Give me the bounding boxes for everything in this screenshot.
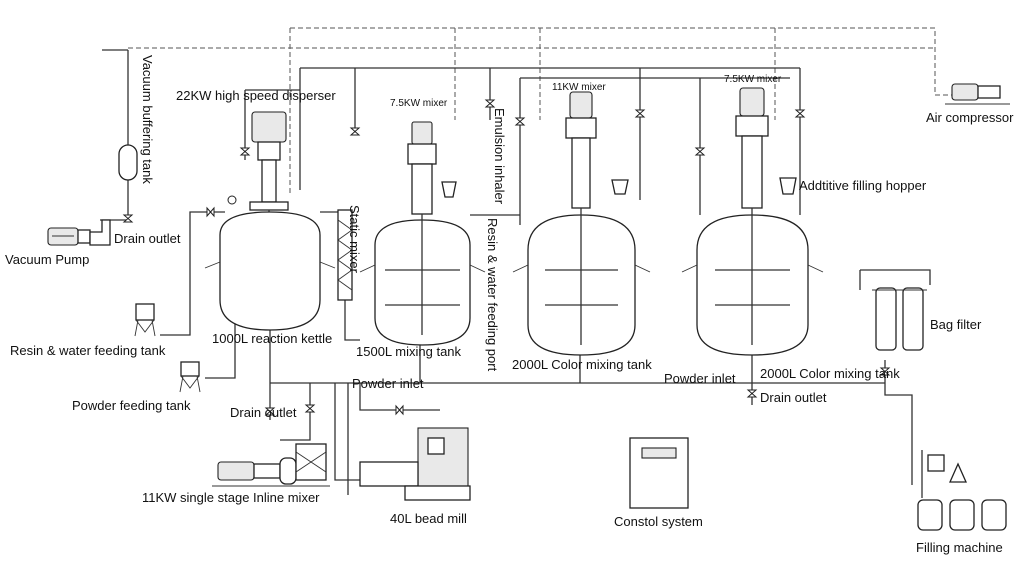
resin-water-feeding-tank — [134, 303, 156, 337]
label-vacuum-pump: Vacuum Pump — [5, 252, 89, 267]
label-inline-mixer: 11KW single stage Inline mixer — [142, 490, 320, 505]
label-control-system: Constol system — [614, 514, 703, 529]
mixer-motor-1500 — [407, 121, 437, 215]
label-drain-outlet-kettle: Drain outlet — [230, 405, 297, 420]
vacuum-pump — [47, 219, 111, 246]
label-additive-filling-hopper: Addtitive filling hopper — [799, 178, 927, 193]
compressed-air-lines — [128, 27, 955, 195]
label-filling-machine: Filling machine — [916, 540, 1003, 555]
diagram-labels: Vacuum buffering tank Vacuum Pump Drain … — [5, 55, 1014, 555]
vacuum-buffering-tank — [118, 144, 138, 181]
label-mixer-motor-2000-a: 11KW mixer — [552, 82, 606, 93]
label-emulsion-inhaler: Emulsion inhaler — [492, 108, 507, 205]
label-resin-water-feeding-tank: Resin & water feeding tank — [10, 343, 166, 358]
reaction-kettle-1000l — [204, 195, 336, 331]
label-powder-inlet-1: Powder inlet — [352, 376, 424, 391]
bag-filter — [872, 287, 927, 351]
label-static-mixer: Static mixer — [347, 205, 362, 274]
air-compressor — [945, 83, 1010, 105]
mixer-motor-2000-b — [735, 87, 769, 209]
main-piping — [100, 49, 931, 495]
label-disperser: 22KW high speed disperser — [176, 88, 336, 103]
mixer-motor-2000-a — [565, 91, 597, 209]
label-reaction-kettle: 1000L reaction kettle — [212, 331, 332, 346]
valves — [122, 99, 891, 416]
label-air-compressor: Air compressor — [926, 110, 1014, 125]
powder-feeding-tank — [179, 361, 201, 393]
label-drain-outlet-color: Drain outlet — [760, 390, 827, 405]
control-panel — [629, 437, 689, 509]
label-bead-mill: 40L bead mill — [390, 511, 467, 526]
static-mixer — [337, 209, 353, 301]
label-powder-feeding-tank: Powder feeding tank — [72, 398, 191, 413]
bead-mill — [359, 427, 471, 501]
label-color-mixing-tank-a: 2000L Color mixing tank — [512, 357, 652, 372]
inline-mixer — [212, 443, 330, 487]
label-vacuum-buffering-tank: Vacuum buffering tank — [140, 55, 155, 184]
label-bag-filter: Bag filter — [930, 317, 982, 332]
label-drain-outlet-vacuum: Drain outlet — [114, 231, 181, 246]
additive-filling-hopper — [779, 177, 797, 195]
label-mixer-motor-1500: 7.5KW mixer — [390, 98, 448, 109]
label-resin-water-feeding-port: Resin & water feeding port — [485, 218, 500, 372]
mixing-tank-1500l — [359, 181, 486, 346]
label-mixer-motor-2000-b: 7.5KW mixer — [724, 74, 782, 85]
filling-machine — [917, 450, 1007, 531]
color-mixing-tank-2000l-b — [681, 208, 824, 356]
color-mixing-tank-2000l-a — [512, 179, 651, 356]
label-mixing-tank-1500: 1500L mixing tank — [356, 344, 462, 359]
label-color-mixing-tank-b: 2000L Color mixing tank — [760, 366, 900, 381]
label-powder-inlet-2: Powder inlet — [664, 371, 736, 386]
